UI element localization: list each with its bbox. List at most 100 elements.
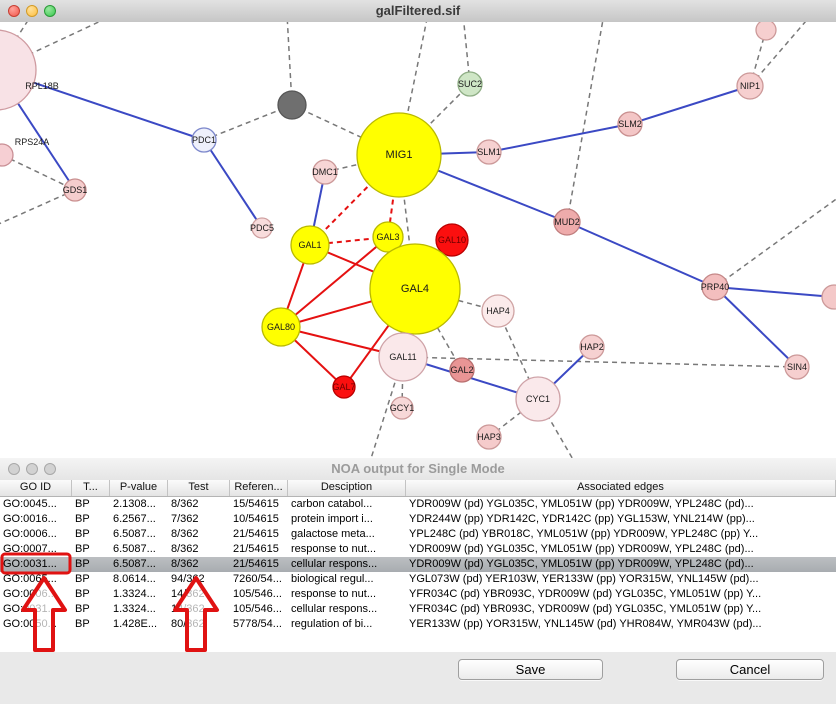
- node-gal4[interactable]: [369, 243, 461, 335]
- cell-go-id: GO:0050...: [3, 618, 57, 630]
- edge-mig1-a4[interactable]: [398, 22, 428, 156]
- node-hap2[interactable]: [579, 334, 605, 360]
- cell-associated-edges: YDR244W (pp) YDR142C, YDR142C (pp) YGL15…: [409, 513, 755, 525]
- node-gal10[interactable]: [435, 223, 469, 257]
- node-mud2[interactable]: [553, 208, 581, 236]
- edge-gal80-gal3[interactable]: [280, 236, 389, 328]
- edge-mig1-suc2[interactable]: [398, 83, 471, 156]
- node-gal11[interactable]: [378, 332, 428, 382]
- node-gal7[interactable]: [332, 375, 356, 399]
- column-header-associated-edges[interactable]: Associated edges: [406, 480, 836, 496]
- cell-t: BP: [75, 498, 90, 510]
- edge-nip1-a8[interactable]: [749, 22, 812, 87]
- node-gal80[interactable]: [261, 307, 301, 347]
- node-pdc1[interactable]: [191, 127, 217, 153]
- node-rps24a[interactable]: [0, 143, 14, 167]
- node-prp40[interactable]: [701, 273, 729, 301]
- column-header-go-id[interactable]: GO ID: [0, 480, 72, 496]
- cell-desciption: response to nut...: [291, 588, 376, 600]
- edge-gray1-mig1[interactable]: [291, 104, 400, 156]
- column-header-referen[interactable]: Referen...: [230, 480, 288, 496]
- cell-go-id: GO:0065...: [3, 573, 57, 585]
- zoom-button-inactive[interactable]: [44, 463, 56, 475]
- edge-prp40-sin4[interactable]: [714, 286, 798, 368]
- edge-gds1-a11[interactable]: [0, 189, 76, 227]
- column-header-t[interactable]: T...: [72, 480, 110, 496]
- cell-test: 8/362: [171, 558, 199, 570]
- graph-window-titlebar[interactable]: galFiltered.sif: [0, 0, 836, 23]
- cell-go-id: GO:0016...: [3, 513, 57, 525]
- node-sin4[interactable]: [784, 354, 810, 380]
- cell-desciption: biological regul...: [291, 573, 374, 585]
- edge-slm2-nip1[interactable]: [629, 85, 751, 125]
- cell-p-value: 2.1308...: [113, 498, 156, 510]
- cell-referen: 21/54615: [233, 543, 279, 555]
- node-rn1[interactable]: [821, 284, 836, 310]
- node-gray1[interactable]: [277, 90, 307, 120]
- edge-sin4-gal11[interactable]: [402, 356, 798, 368]
- node-gcy1[interactable]: [390, 396, 414, 420]
- node-rpl18b[interactable]: [0, 29, 37, 111]
- edge-prp40-a7[interactable]: [714, 192, 836, 288]
- node-gal2[interactable]: [449, 357, 475, 383]
- zoom-button[interactable]: [44, 5, 56, 17]
- cancel-button[interactable]: Cancel: [676, 659, 824, 680]
- node-hap3[interactable]: [476, 424, 502, 450]
- close-button-inactive[interactable]: [8, 463, 20, 475]
- close-button[interactable]: [8, 5, 20, 17]
- cell-p-value: 1.428E...: [113, 618, 158, 630]
- cell-t: BP: [75, 588, 90, 600]
- node-cyc1[interactable]: [515, 376, 561, 422]
- cell-go-id: GO:0045...: [3, 498, 57, 510]
- edge-prp40-rn1[interactable]: [714, 286, 835, 298]
- node-nip1[interactable]: [736, 72, 764, 100]
- column-header-p-value[interactable]: P-value: [110, 480, 168, 496]
- node-gds1[interactable]: [63, 178, 87, 202]
- edge-rps24a-gds1[interactable]: [1, 154, 76, 191]
- edge-pdc1-gray1[interactable]: [203, 104, 293, 141]
- edge-gray1-a3[interactable]: [286, 22, 293, 106]
- cell-referen: 15/54615: [233, 498, 279, 510]
- column-header-test[interactable]: Test: [168, 480, 230, 496]
- edge-slm1-slm2[interactable]: [488, 123, 631, 153]
- node-tr1[interactable]: [755, 22, 777, 41]
- noa-window-titlebar[interactable]: NOA output for Single Mode: [0, 458, 836, 481]
- cell-t: BP: [75, 618, 90, 630]
- cell-go-id: GO:0006...: [3, 588, 57, 600]
- minimize-button-inactive[interactable]: [26, 463, 38, 475]
- node-gal1[interactable]: [290, 225, 330, 265]
- column-header-desciption[interactable]: Desciption: [288, 480, 406, 496]
- cell-test: 14/362: [171, 603, 205, 615]
- node-mig1[interactable]: [356, 112, 442, 198]
- edge-mud2-a6[interactable]: [566, 22, 604, 223]
- edge-pdc1-pdc5[interactable]: [203, 139, 263, 229]
- edge-gal4-gal2[interactable]: [414, 288, 463, 371]
- cell-desciption: carbon catabol...: [291, 498, 373, 510]
- node-slm1[interactable]: [476, 139, 502, 165]
- minimize-button[interactable]: [26, 5, 38, 17]
- cell-go-id: GO:0007...: [3, 543, 57, 555]
- node-slm2[interactable]: [617, 111, 643, 137]
- node-dmc1[interactable]: [312, 159, 338, 185]
- edge-hap4-cyc1[interactable]: [497, 310, 539, 400]
- node-suc2[interactable]: [457, 71, 483, 97]
- edge-mud2-prp40[interactable]: [566, 221, 716, 288]
- cell-p-value: 6.2567...: [113, 513, 156, 525]
- node-pdc5[interactable]: [251, 217, 273, 239]
- node-hap4[interactable]: [481, 294, 515, 328]
- node-gal3[interactable]: [372, 221, 404, 253]
- cell-associated-edges: YPL248C (pd) YBR018C, YML051W (pp) YDR00…: [409, 528, 759, 540]
- cell-p-value: 8.0614...: [113, 573, 156, 585]
- save-button[interactable]: Save: [458, 659, 603, 680]
